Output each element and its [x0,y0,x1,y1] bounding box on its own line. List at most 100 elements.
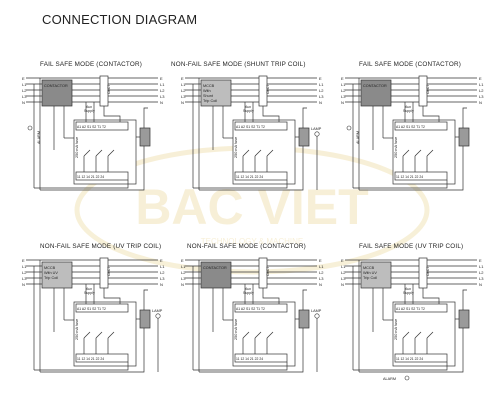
aux-label: Supply [403,109,414,113]
phase-label-left: E [22,258,25,263]
fuse-label: 250 mA fuse [394,137,398,158]
phase-label-right: N [160,100,163,105]
phase-label-left: L1 [341,264,346,269]
phase-label-left: L1 [22,264,27,269]
wire [193,362,288,371]
phase-label-left: L3 [181,276,186,281]
phase-label-left: L2 [22,270,27,275]
panel-title: NON-FAIL SAFE MODE (SHUNT TRIP COIL) [171,61,306,68]
terminals-top: A1 A2 S1 S2 T1 T2 [77,125,106,129]
relay-contact [254,149,262,157]
terminal-strip-bottom [234,171,288,181]
coil-box [298,127,310,147]
fuse-label: 250 mA fuse [234,319,238,340]
alarm-icon [346,125,352,131]
terminal-strip-top [75,121,129,131]
relay-contact [414,149,422,157]
phase-label-right: E [160,76,163,81]
phase-label-left: N [22,282,25,287]
wire [359,289,467,373]
alarm-icon [27,125,33,131]
main-device-box [200,79,232,107]
aux-label: Supply [84,291,95,295]
relay-contact [426,331,434,339]
terminal-strip-top [394,121,448,131]
phase-label-left: N [181,282,184,287]
phase-label-left: L2 [341,270,346,275]
phase-label-left: E [341,258,344,263]
watermark-brand: BAC VIET [135,179,368,235]
panel-title: NON-FAIL SAFE MODE (UV TRIP COIL) [40,243,161,250]
page-title: CONNECTION DIAGRAM [42,12,198,27]
terminals-top: A1 A2 S1 S2 T1 T2 [77,307,106,311]
phase-label-right: L3 [160,276,165,281]
aux-label: Aux [405,105,411,109]
phase-label-left: N [181,100,184,105]
aux-label: Aux [245,105,251,109]
coil-box [139,127,151,147]
phase-label-right: E [319,258,322,263]
fuse-label: 250 mA fuse [75,319,79,340]
main-device-label: With UV [44,271,58,275]
relay-contact [402,331,410,339]
phase-label-left: N [341,100,344,105]
main-device-box [41,79,73,107]
terminals-top: A1 A2 S1 S2 T1 T2 [236,307,265,311]
terminals-bottom: 11 12 14 21 22 24 [236,175,263,179]
terminals-top: A1 A2 S1 S2 T1 T2 [236,125,265,129]
panel-title: FAIL SAFE MODE (UV TRIP COIL) [359,243,463,250]
panel-title: FAIL SAFE MODE (CONTACTOR) [359,61,461,68]
phase-label-left: L1 [181,264,186,269]
ct-label: CBCT [107,266,111,276]
aux-label: Supply [243,291,254,295]
wire [40,289,148,373]
phase-label-right: E [160,258,163,263]
terminals-top: A1 A2 S1 S2 T1 T2 [396,307,425,311]
relay-contact [242,331,250,339]
wire [103,288,121,304]
panel-title: NON-FAIL SAFE MODE (CONTACTOR) [187,243,306,250]
phase-label-left: L2 [181,270,186,275]
ct-label: CBCT [266,84,270,94]
panel-title: FAIL SAFE MODE (CONTACTOR) [40,61,142,68]
coil-box [139,309,151,329]
wire [359,107,467,191]
lamp-icon [314,313,320,319]
main-device-label: With [203,89,211,93]
phase-label-left: L3 [341,276,346,281]
terminal-strip-top [234,303,288,313]
phase-label-right: L2 [160,88,165,93]
relay-contact [414,331,422,339]
wire [199,289,307,373]
main-device-box [200,261,232,289]
phase-label-right: E [479,258,482,263]
phase-label-right: L3 [319,276,324,281]
phase-label-right: E [319,76,322,81]
phase-label-right: E [479,76,482,81]
relay-contact [426,149,434,157]
main-device-label: CONTACTOR [203,266,227,270]
fuse-label: 250 mA fuse [75,137,79,158]
main-device-label: CONTACTOR [363,84,387,88]
terminals-bottom: 11 12 14 21 22 24 [77,357,104,361]
phase-label-left: L1 [181,82,186,87]
coil-box [458,309,470,329]
relay-contact [83,149,91,157]
terminals-top: A1 A2 S1 S2 T1 T2 [396,125,425,129]
relay-contact [242,149,250,157]
main-device-label: MCCB [44,266,56,270]
phase-label-right: L3 [479,276,484,281]
main-device-box [360,261,392,289]
wire [353,180,448,189]
lamp-label: LAMP [311,309,322,313]
terminal-strip-bottom [394,171,448,181]
phase-label-right: N [319,282,322,287]
phase-label-right: L2 [319,88,324,93]
wire [353,362,448,371]
relay-contact [95,149,103,157]
terminal-strip-top [75,303,129,313]
fuse-label: 250 mA fuse [234,137,238,158]
